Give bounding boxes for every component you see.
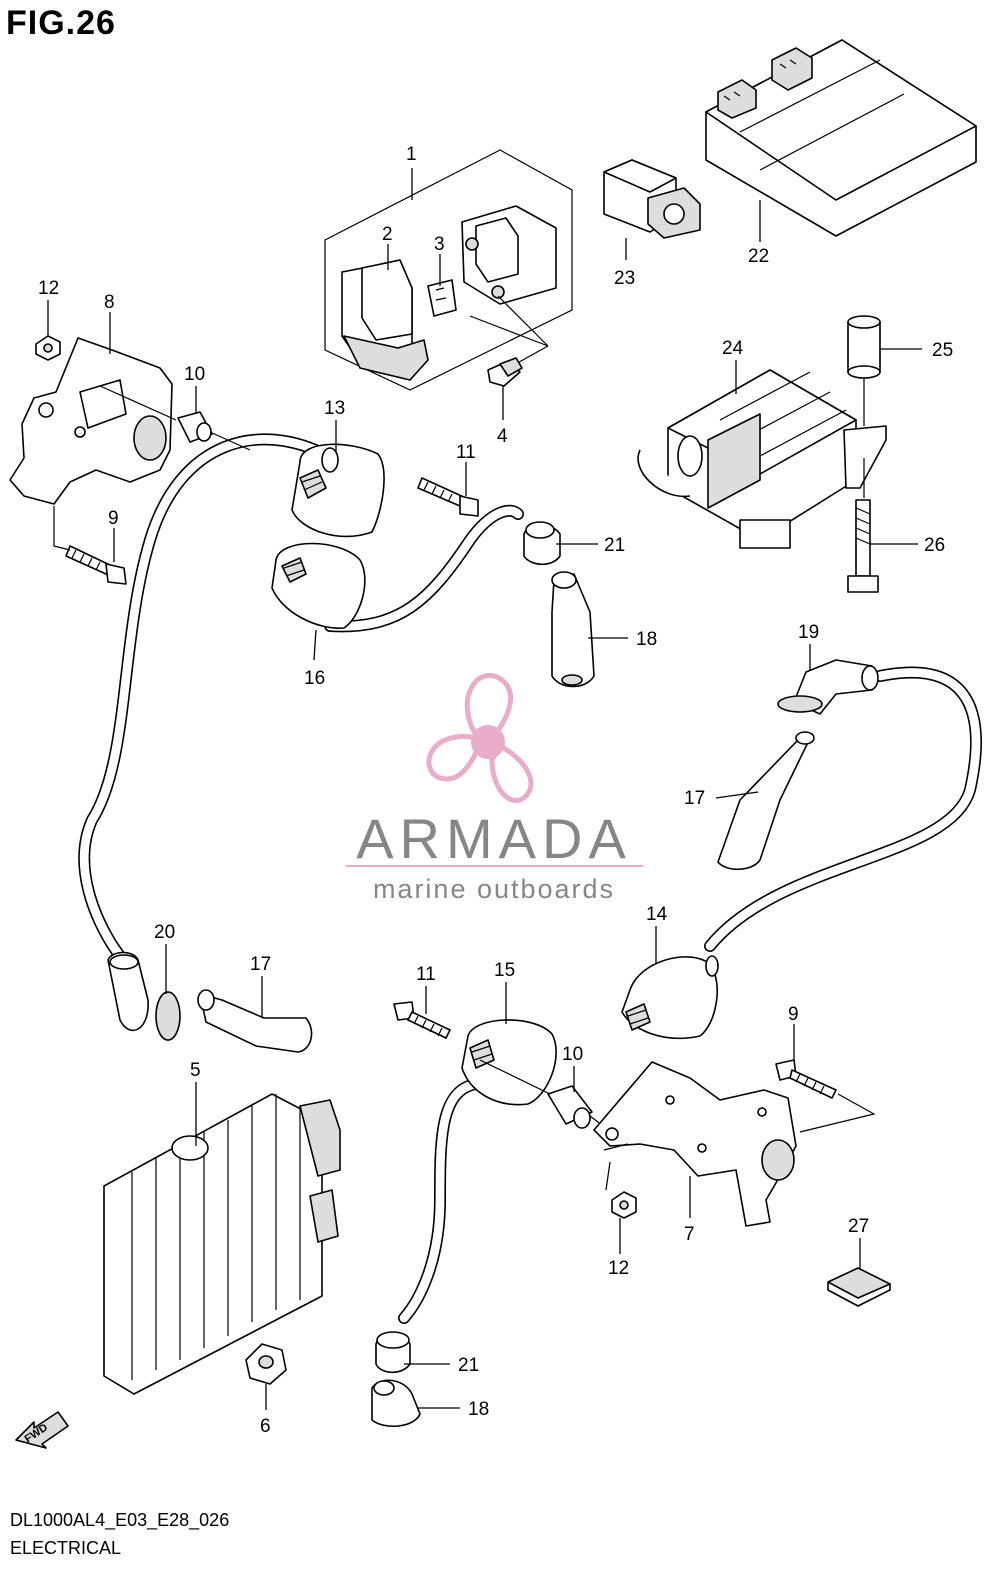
ignition-coil-13 (291, 443, 385, 538)
callout-10-upper[interactable]: 10 (184, 364, 205, 385)
callout-26[interactable]: 26 (924, 535, 945, 556)
collar-10-lower (479, 1059, 615, 1135)
ecm-unit (705, 39, 977, 237)
starter-relay-kit (324, 149, 573, 391)
armada-brand-text: ARMADA (356, 807, 632, 870)
nut-12-upper (35, 335, 61, 361)
ignition-coil-16 (271, 542, 366, 629)
collar-10-upper (99, 385, 251, 451)
callout-15[interactable]: 15 (494, 960, 515, 981)
bolt-11-lower (393, 1001, 451, 1039)
nut-12-lower (611, 1191, 637, 1219)
bolt-11-upper (417, 477, 479, 517)
bolt-26 (847, 458, 879, 593)
callout-19[interactable]: 19 (798, 622, 819, 643)
callout-9-upper[interactable]: 9 (108, 508, 119, 529)
callout-7[interactable]: 7 (684, 1224, 695, 1245)
bracket-7 (593, 1061, 797, 1227)
callout-14[interactable]: 14 (646, 904, 668, 925)
fwd-direction-arrow[interactable]: FWD (15, 1411, 69, 1449)
callout-27[interactable]: 27 (848, 1216, 869, 1237)
control-box-24 (637, 369, 887, 549)
callout-4[interactable]: 4 (497, 426, 508, 447)
armada-propeller-logo (426, 672, 534, 804)
bolt-9-upper (53, 506, 127, 585)
armada-watermark: ARMADA marine outboards (346, 672, 643, 904)
callout-23[interactable]: 23 (614, 268, 635, 289)
ecm-connector-a (717, 79, 757, 119)
ignition-coil-14 (621, 955, 719, 1040)
callout-18-lower[interactable]: 18 (468, 1399, 489, 1420)
ignition-coil-15 (461, 1019, 557, 1106)
nut-6 (245, 1343, 287, 1385)
callout-13[interactable]: 13 (324, 398, 345, 419)
fuse-3 (427, 279, 457, 317)
sensor-connector-23 (603, 159, 701, 239)
callout-24[interactable]: 24 (722, 338, 744, 359)
callout-22[interactable]: 22 (748, 246, 769, 267)
armada-tagline-text: marine outboards (373, 874, 615, 904)
callout-9-lower[interactable]: 9 (788, 1004, 799, 1025)
boot-21-upper (523, 521, 561, 566)
callout-12-upper[interactable]: 12 (38, 278, 59, 299)
callout-25[interactable]: 25 (932, 340, 953, 361)
figure-title: FIG.26 (6, 4, 116, 42)
bolt-4 (487, 357, 523, 387)
callout-2[interactable]: 2 (382, 224, 393, 245)
figure-code: DL1000AL4_E03_E28_026 (10, 1510, 230, 1530)
callout-12-lower[interactable]: 12 (608, 1258, 629, 1279)
plug-wires (78, 433, 982, 1324)
elbow-19 (777, 659, 879, 715)
plug-cap-18-upper (551, 571, 595, 688)
pad-27 (827, 1267, 891, 1307)
callout-3[interactable]: 3 (434, 234, 445, 255)
callout-10-lower[interactable]: 10 (562, 1044, 583, 1065)
callout-1[interactable]: 1 (406, 144, 417, 165)
callout-20[interactable]: 20 (154, 922, 175, 943)
bracket-8 (9, 337, 173, 505)
callout-16[interactable]: 16 (304, 668, 325, 689)
boot-21-lower (375, 1331, 411, 1374)
callout-17-left[interactable]: 17 (250, 954, 271, 975)
regulator-rectifier-5 (103, 1093, 341, 1395)
plug-cap-17-left (197, 989, 313, 1053)
callout-21-upper[interactable]: 21 (604, 535, 625, 556)
ecm-connector-b (771, 47, 813, 91)
callout-18-upper[interactable]: 18 (636, 629, 657, 650)
leader-lines (47, 168, 922, 1410)
plug-cap-17-right (717, 731, 815, 871)
callout-17-right[interactable]: 17 (684, 788, 705, 809)
callout-8[interactable]: 8 (104, 292, 115, 313)
plug-cap-18-lower (371, 1379, 421, 1427)
callout-numbers: 1 2 3 4 5 6 7 8 9 9 10 10 11 11 12 12 13… (38, 144, 953, 1437)
callout-21-lower[interactable]: 21 (458, 1355, 479, 1376)
callout-6[interactable]: 6 (260, 1416, 271, 1437)
bolt-9-lower (775, 1059, 876, 1133)
figure-caption: ELECTRICAL (10, 1538, 122, 1558)
collar-25 (847, 315, 881, 426)
boot-20 (107, 951, 181, 1041)
callout-11-lower[interactable]: 11 (416, 964, 436, 985)
callout-11-upper[interactable]: 11 (456, 442, 476, 463)
callout-5[interactable]: 5 (190, 1060, 201, 1081)
